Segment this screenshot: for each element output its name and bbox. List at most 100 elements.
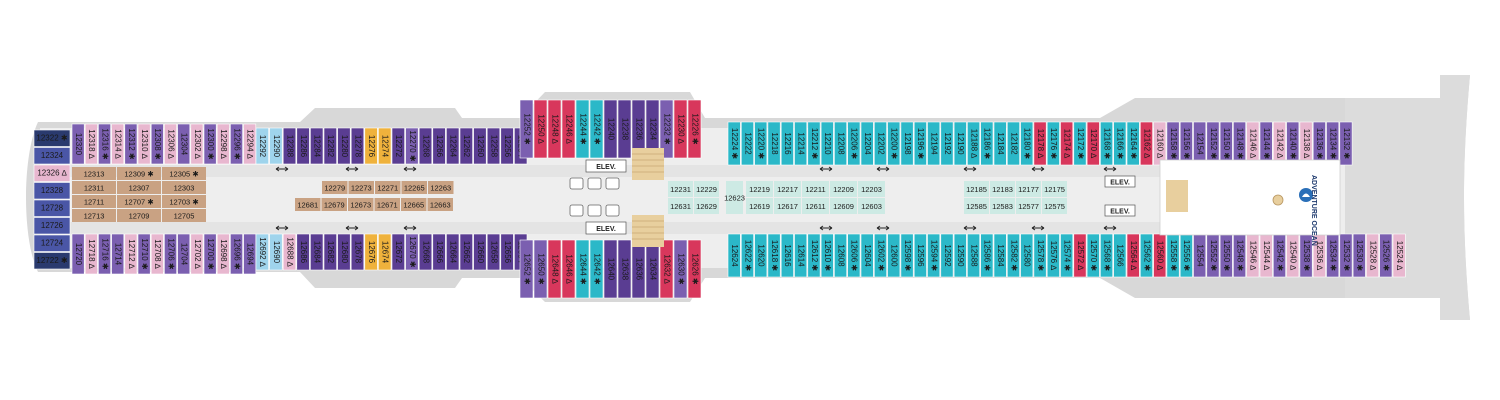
- cabin-12152[interactable]: 12152 ✱: [1206, 121, 1220, 166]
- cabin-12636[interactable]: 12636: [631, 239, 646, 299]
- cabin-12156[interactable]: 12156 ✱: [1179, 121, 1193, 166]
- cabin-12606[interactable]: 12606 ✱: [847, 233, 861, 278]
- cabin-12644[interactable]: 12644 ✱: [575, 239, 590, 299]
- cabin-12580[interactable]: 12580: [1020, 233, 1034, 278]
- cabin-12640[interactable]: 12640: [603, 239, 618, 299]
- cabin-12146[interactable]: 12146 ∆: [1246, 121, 1260, 166]
- cabin-12630[interactable]: 12630 ✱: [673, 239, 688, 299]
- cabin-12528[interactable]: 12528 ∆: [1366, 233, 1380, 278]
- cabin-12250[interactable]: 12250 ∆: [533, 99, 548, 159]
- cabin-12638[interactable]: 12638: [617, 239, 632, 299]
- cabin-12618[interactable]: 12618 ✱: [767, 233, 781, 278]
- cabin-12214[interactable]: 12214: [794, 121, 808, 166]
- cabin-12671[interactable]: 12671: [374, 198, 401, 211]
- cabin-12232[interactable]: 12232 ✱: [659, 99, 674, 159]
- cabin-12238[interactable]: 12238: [617, 99, 632, 159]
- cabin-12322[interactable]: 12322 ✱: [33, 129, 71, 147]
- cabin-12696[interactable]: 12696 ✱: [230, 233, 243, 275]
- cabin-12204[interactable]: 12204: [860, 121, 874, 166]
- cabin-12646[interactable]: 12646 ∆: [561, 239, 576, 299]
- cabin-12150[interactable]: 12150 ✱: [1219, 121, 1233, 166]
- cabin-12681[interactable]: 12681: [295, 198, 321, 211]
- cabin-12260[interactable]: 12260: [473, 127, 487, 165]
- cabin-12588[interactable]: 12588: [967, 233, 981, 278]
- cabin-12303[interactable]: 12303: [162, 181, 206, 194]
- cabin-12202[interactable]: 12202: [873, 121, 887, 166]
- cabin-12242[interactable]: 12242 ✱: [589, 99, 604, 159]
- cabin-12546[interactable]: 12546 ∆: [1246, 233, 1260, 278]
- cabin-12284[interactable]: 12284: [310, 127, 324, 165]
- cabin-12663[interactable]: 12663: [427, 198, 454, 211]
- cabin-12142[interactable]: 12142 ∆: [1273, 121, 1286, 166]
- cabin-12558[interactable]: 12558 ✱: [1166, 233, 1180, 278]
- cabin-12209[interactable]: 12209: [830, 181, 857, 197]
- cabin-12673[interactable]: 12673: [348, 198, 374, 211]
- cabin-12586[interactable]: 12586 ✱: [980, 233, 994, 278]
- cabin-12532[interactable]: 12532 ✱: [1339, 233, 1353, 278]
- cabin-12265[interactable]: 12265: [401, 181, 428, 194]
- cabin-12309[interactable]: 12309 ✱: [117, 167, 161, 180]
- cabin-12680[interactable]: 12680: [337, 233, 351, 271]
- cabin-12665[interactable]: 12665: [401, 198, 427, 211]
- cabin-12270[interactable]: 12270 ✱: [405, 127, 419, 165]
- cabin-12711[interactable]: 12711: [72, 195, 116, 208]
- cabin-12158[interactable]: 12158 ✱: [1166, 121, 1180, 166]
- cabin-12718[interactable]: 12718 ∆: [84, 233, 98, 275]
- cabin-12273[interactable]: 12273: [348, 181, 375, 194]
- cabin-12674[interactable]: 12674: [378, 233, 392, 271]
- cabin-12629[interactable]: 12629: [694, 198, 719, 214]
- cabin-12666[interactable]: 12666: [432, 233, 446, 271]
- cabin-12224[interactable]: 12224 ✱: [727, 121, 741, 166]
- cabin-12286[interactable]: 12286: [296, 127, 310, 165]
- cabin-12648[interactable]: 12648 ∆: [547, 239, 562, 299]
- cabin-12183[interactable]: 12183: [990, 181, 1015, 197]
- cabin-12308[interactable]: 12308 ✱: [150, 123, 164, 165]
- cabin-12208[interactable]: 12208: [834, 121, 848, 166]
- cabin-12560[interactable]: 12560 ∆: [1153, 233, 1167, 278]
- cabin-12222[interactable]: 12222: [740, 121, 754, 166]
- cabin-12578[interactable]: 12578 ✱: [1033, 233, 1047, 278]
- cabin-12642[interactable]: 12642 ✱: [589, 239, 604, 299]
- cabin-12192[interactable]: 12192: [940, 121, 954, 166]
- cabin-12600[interactable]: 12600: [887, 233, 901, 278]
- cabin-12650[interactable]: 12650 ✱: [533, 239, 548, 299]
- cabin-12609[interactable]: 12609: [830, 198, 857, 214]
- cabin-12608[interactable]: 12608: [834, 233, 848, 278]
- cabin-12716[interactable]: 12716 ✱: [98, 233, 111, 275]
- cabin-12279[interactable]: 12279: [322, 181, 348, 194]
- cabin-12324[interactable]: 12324: [33, 147, 71, 165]
- cabin-12244[interactable]: 12244 ✱: [575, 99, 590, 159]
- cabin-12271[interactable]: 12271: [375, 181, 401, 194]
- cabin-12276[interactable]: 12276: [364, 127, 378, 165]
- cabin-12168[interactable]: 12168 ✱: [1100, 121, 1114, 166]
- cabin-12196[interactable]: 12196 ✱: [913, 121, 927, 166]
- cabin-12264[interactable]: 12264: [446, 127, 460, 165]
- cabin-12617[interactable]: 12617: [774, 198, 801, 214]
- cabin-12298[interactable]: 12298 ∆: [216, 123, 230, 165]
- cabin-12626[interactable]: 12626 ✱: [687, 239, 702, 299]
- cabin-12148[interactable]: 12148 ✱: [1233, 121, 1247, 166]
- cabin-12312[interactable]: 12312 ✱: [124, 123, 138, 165]
- cabin-12132[interactable]: 12132 ✱: [1339, 121, 1353, 166]
- cabin-12170[interactable]: 12170 ∆: [1086, 121, 1100, 166]
- cabin-12602[interactable]: 12602 ✱: [873, 233, 887, 278]
- cabin-12572[interactable]: 12572 ∆: [1073, 233, 1087, 278]
- cabin-12612[interactable]: 12612 ✱: [807, 233, 821, 278]
- cabin-12203[interactable]: 12203: [858, 181, 885, 197]
- cabin-12672[interactable]: 12672: [391, 233, 405, 271]
- cabin-12705[interactable]: 12705: [162, 209, 206, 222]
- cabin-12702[interactable]: 12702 ∆: [190, 233, 204, 275]
- cabin-12706[interactable]: 12706 ✱: [164, 233, 177, 275]
- cabin-12616[interactable]: 12616: [780, 233, 794, 278]
- cabin-12660[interactable]: 12660: [473, 233, 487, 271]
- cabin-12248[interactable]: 12248 ∆: [547, 99, 562, 159]
- cabin-12288[interactable]: 12288: [282, 127, 297, 165]
- cabin-12708[interactable]: 12708 ∆: [150, 233, 164, 275]
- cabin-12294[interactable]: 12294 ∆: [243, 123, 257, 165]
- cabin-12182[interactable]: 12182: [1006, 121, 1020, 166]
- cabin-12632[interactable]: 12632 ∆: [659, 239, 674, 299]
- cabin-12304[interactable]: 12304: [177, 123, 191, 165]
- cabin-12306[interactable]: 12306 ∆: [164, 123, 177, 165]
- cabin-12554[interactable]: 12554: [1193, 233, 1207, 278]
- cabin-12164[interactable]: 12164 ✱: [1126, 121, 1140, 166]
